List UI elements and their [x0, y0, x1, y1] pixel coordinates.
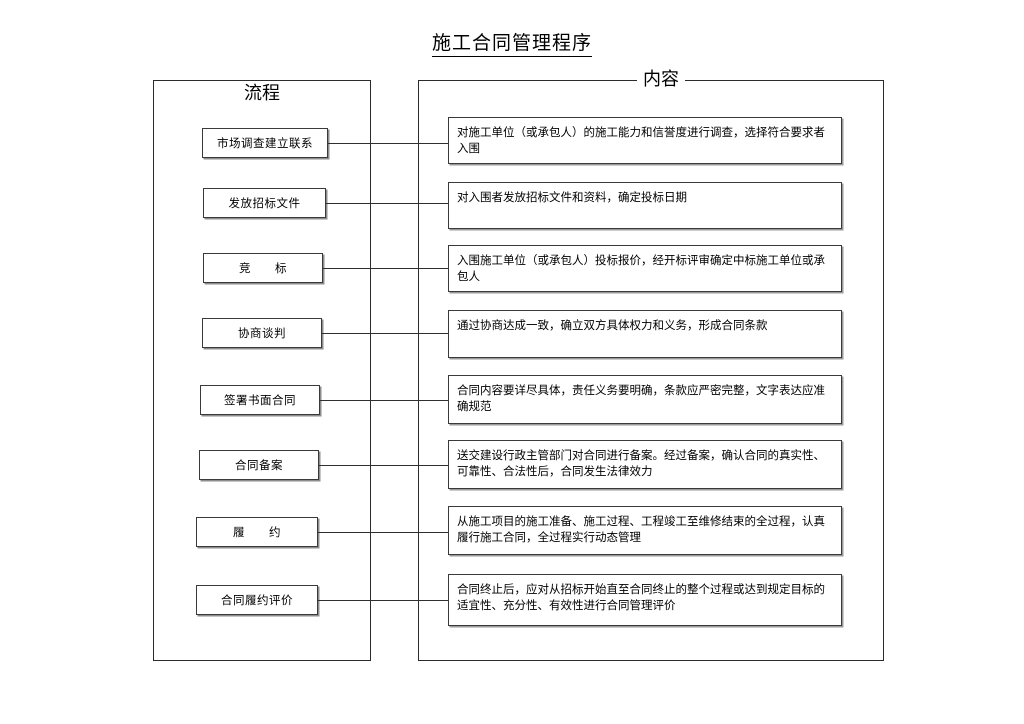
process-step-box[interactable]: 履 约	[196, 517, 318, 547]
connector-line	[326, 203, 449, 204]
connector-line	[323, 268, 449, 269]
content-description-box: 合同终止后，应对从招标开始直至合同终止的整个过程或达到规定目标的适宜性、充分性、…	[448, 574, 842, 626]
content-description-box: 合同内容要详尽具体，责任义务要明确，条款应严密完整，文字表达应准确规范	[448, 375, 842, 424]
connector-line	[322, 333, 449, 334]
connector-line	[318, 532, 449, 533]
content-column-header: 内容	[637, 71, 685, 89]
process-step-box[interactable]: 市场调查建立联系	[202, 128, 328, 158]
content-description-box: 送交建设行政主管部门对合同进行备案。经过备案，确认合同的真实性、可靠性、合法性后…	[448, 440, 842, 489]
content-description-box: 入围施工单位（或承包人）投标报价，经开标评审确定中标施工单位或承包人	[448, 245, 842, 292]
content-description-box: 通过协商达成一致，确立双方具体权力和义务，形成合同条款	[448, 310, 842, 358]
process-step-box[interactable]: 签署书面合同	[200, 385, 320, 415]
page-title: 施工合同管理程序	[0, 28, 1024, 57]
process-step-box[interactable]: 发放招标文件	[203, 188, 326, 218]
page-title-text: 施工合同管理程序	[431, 32, 592, 57]
connector-line	[328, 143, 449, 144]
connector-line	[318, 600, 449, 601]
process-step-box[interactable]: 合同履约评价	[196, 585, 318, 615]
connector-line	[319, 465, 449, 466]
process-step-box[interactable]: 协商谈判	[202, 318, 322, 348]
content-description-box: 对入围者发放招标文件和资料，确定投标日期	[448, 182, 842, 229]
process-column-header: 流程	[238, 85, 286, 103]
process-column-frame	[153, 80, 371, 661]
content-description-box: 对施工单位（或承包人）的施工能力和信誉度进行调查，选择符合要求者入围	[448, 117, 842, 164]
connector-line	[320, 400, 449, 401]
process-step-box[interactable]: 合同备案	[199, 450, 319, 480]
process-step-box[interactable]: 竞 标	[203, 253, 323, 283]
content-description-box: 从施工项目的施工准备、施工过程、工程竣工至维修结束的全过程，认真履行施工合同，全…	[448, 506, 842, 555]
